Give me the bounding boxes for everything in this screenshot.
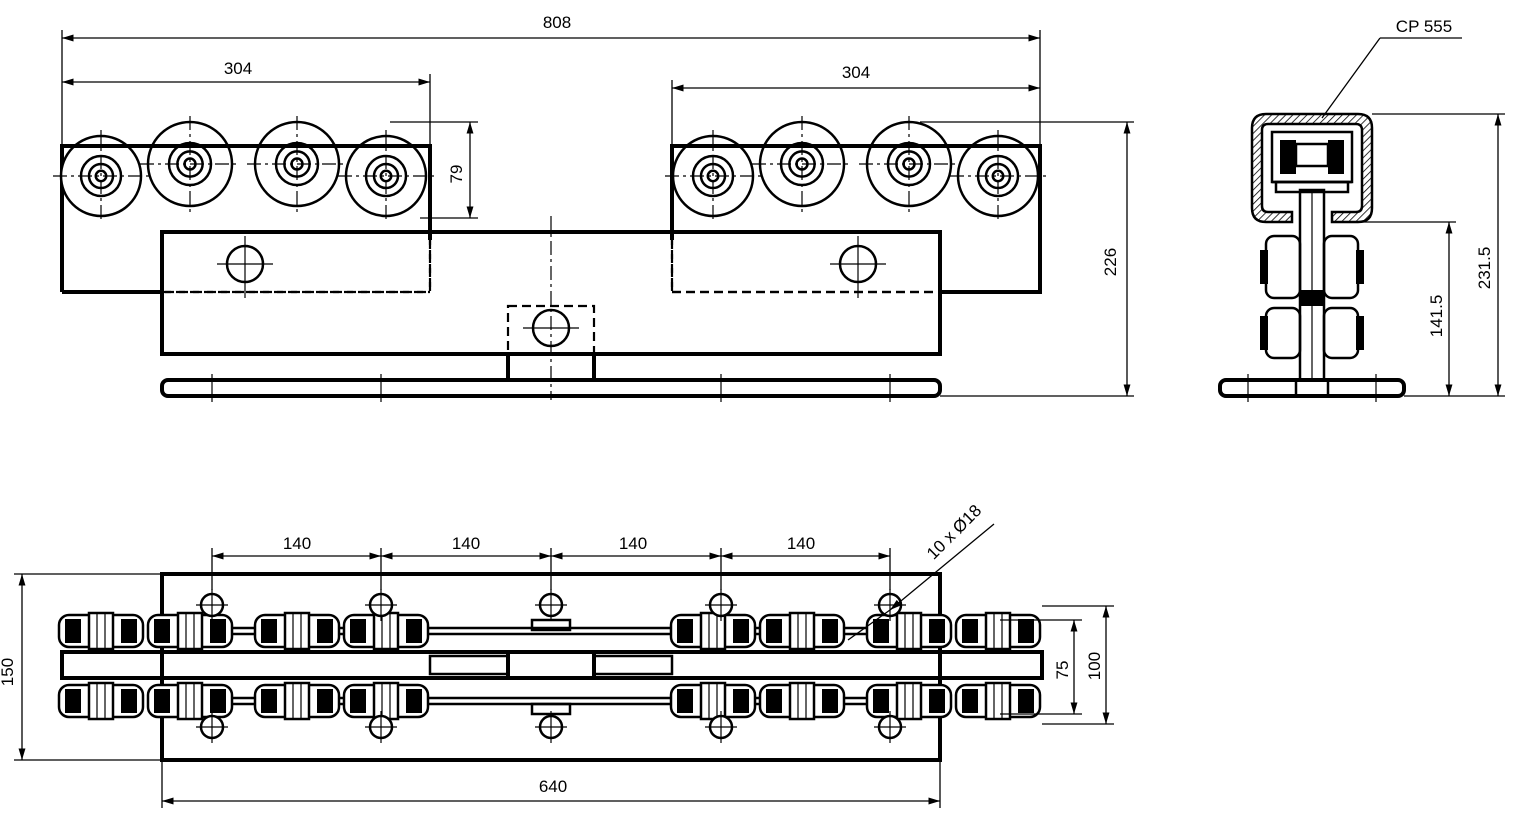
dim-plate-length: 640 xyxy=(161,760,941,808)
dim-150-label: 150 xyxy=(0,658,17,686)
plan-wheel xyxy=(758,681,846,721)
plan-wheel xyxy=(342,681,430,721)
rail-profile xyxy=(1250,112,1374,224)
dim-231-5-label: 231.5 xyxy=(1475,247,1494,290)
plan-wheel xyxy=(954,681,1042,721)
dim-pitch-1-label: 140 xyxy=(283,534,311,553)
front-wheel xyxy=(338,130,434,222)
mounting-hole xyxy=(705,589,737,621)
dim-pitch-3-label: 140 xyxy=(619,534,647,553)
mounting-hole xyxy=(535,711,567,743)
mounting-hole xyxy=(365,589,397,621)
body-hole-right xyxy=(830,236,886,298)
plan-view: 140 140 140 140 10 x Ø18 150 640 xyxy=(0,501,1114,808)
dim-overall-length: 808 xyxy=(61,13,1041,146)
front-wheel xyxy=(140,116,240,212)
side-view: CP 555 231.5 141.5 xyxy=(1218,17,1505,402)
plan-wheel xyxy=(669,611,757,651)
dim-pitch-2-label: 140 xyxy=(452,534,480,553)
dim-plate-width: 150 xyxy=(0,573,162,761)
plan-wheel xyxy=(253,611,341,651)
plan-wheel xyxy=(57,611,145,651)
side-lower-wheels xyxy=(1260,234,1364,360)
plan-wheels xyxy=(57,611,1042,721)
dim-side-total-height: 231.5 xyxy=(1372,113,1505,397)
dim-right-bogie: 304 xyxy=(671,63,1040,146)
plan-wheel xyxy=(758,611,846,651)
mounting-hole xyxy=(365,711,397,743)
dim-pitches: 140 140 140 140 xyxy=(211,534,891,590)
plan-wheel xyxy=(865,611,953,651)
dim-304-right-label: 304 xyxy=(842,63,870,82)
plan-wheel xyxy=(146,611,234,651)
dim-pitch-4-label: 140 xyxy=(787,534,815,553)
dim-75-label: 75 xyxy=(1053,661,1072,680)
plan-wheel xyxy=(57,681,145,721)
profile-label: CP 555 xyxy=(1396,17,1452,36)
centre-pivot xyxy=(506,216,596,400)
front-wheels xyxy=(53,116,1046,222)
dim-640-label: 640 xyxy=(539,777,567,796)
dim-overall-height: 226 xyxy=(920,121,1134,397)
dim-wheel-height: 79 xyxy=(390,121,478,219)
dim-side-lower-height: 141.5 xyxy=(1332,221,1456,396)
dim-304-left-label: 304 xyxy=(224,59,252,78)
holes-label: 10 x Ø18 xyxy=(923,501,985,563)
mounting-holes xyxy=(196,589,906,743)
plan-wheel xyxy=(865,681,953,721)
plan-wheel xyxy=(954,611,1042,651)
dim-141-5-label: 141.5 xyxy=(1427,295,1446,338)
front-wheel xyxy=(752,116,852,212)
mounting-hole xyxy=(705,711,737,743)
dim-outer-width: 100 xyxy=(1042,605,1114,725)
dim-79-label: 79 xyxy=(447,165,466,184)
plan-wheel xyxy=(253,681,341,721)
front-wheel xyxy=(247,116,347,212)
dim-226-label: 226 xyxy=(1101,248,1120,276)
dim-inner-width: 75 xyxy=(1000,619,1082,715)
mounting-hole xyxy=(196,711,228,743)
front-wheel xyxy=(950,130,1046,222)
profile-callout: CP 555 xyxy=(1321,17,1462,119)
bottom-plate xyxy=(160,374,942,402)
dim-100-label: 100 xyxy=(1085,652,1104,680)
front-wheel xyxy=(859,116,959,212)
side-base-plate xyxy=(1218,374,1406,402)
plan-wheel xyxy=(146,681,234,721)
front-wheel xyxy=(53,130,149,222)
mounting-hole xyxy=(196,589,228,621)
mounting-hole xyxy=(874,711,906,743)
plan-wheel xyxy=(669,681,757,721)
plan-wheel xyxy=(342,611,430,651)
dim-left-bogie: 304 xyxy=(62,59,431,146)
front-view: 808 304 304 79 226 xyxy=(53,13,1134,402)
body-hole-left xyxy=(217,236,273,298)
dim-808-label: 808 xyxy=(543,13,571,32)
mounting-hole xyxy=(535,589,567,621)
front-wheel xyxy=(665,130,761,222)
